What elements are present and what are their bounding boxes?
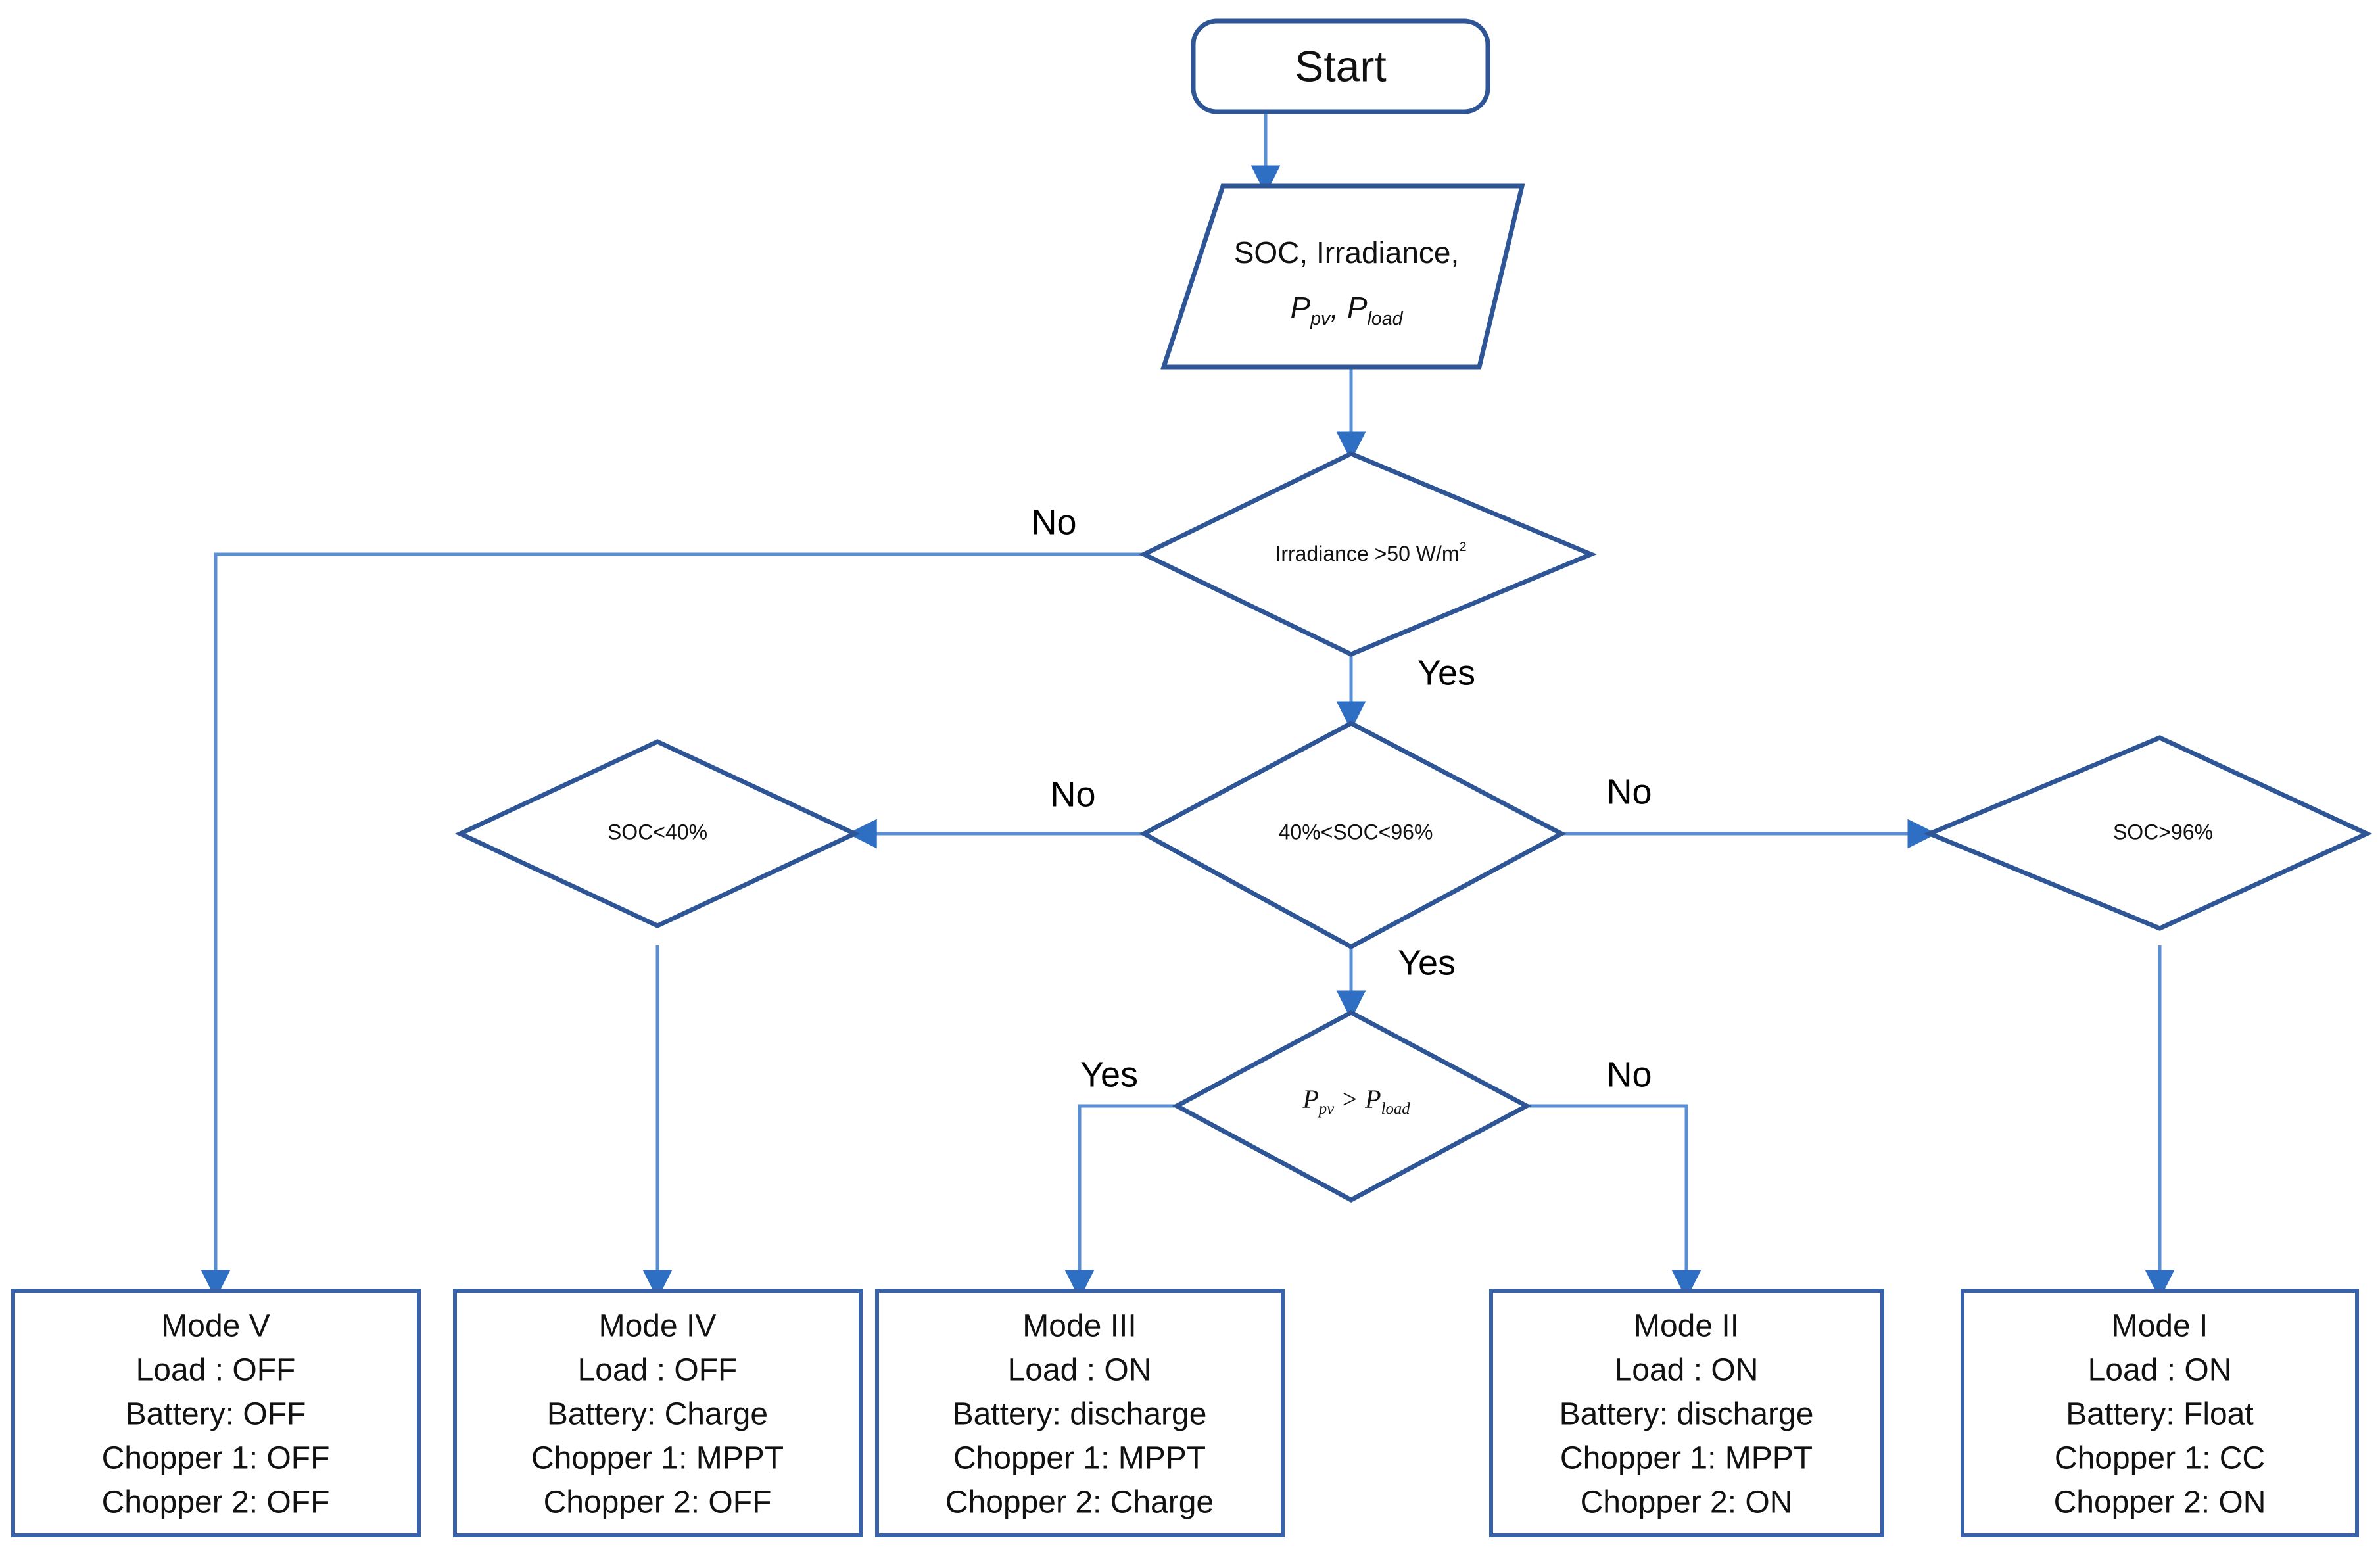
mode-iv-line-2: Battery: Charge xyxy=(547,1397,768,1432)
node-decision-soc-low[interactable]: SOC<40% xyxy=(454,739,861,928)
soc-high-diamond xyxy=(1923,735,2373,931)
mode-i-line-3: Chopper 1: CC xyxy=(2055,1441,2265,1476)
start-shape xyxy=(1191,18,1490,114)
input-label-line1: SOC, Irradiance, xyxy=(1234,235,1460,270)
soc-low-label: SOC<40% xyxy=(607,820,707,844)
node-decision-soc-mid[interactable]: 40%<SOC<96% xyxy=(1139,721,1567,949)
mode-ii-line-2: Battery: discharge xyxy=(1559,1397,1814,1432)
mode-v-rect xyxy=(11,1289,421,1537)
irradiance-diamond xyxy=(1138,451,1598,657)
soc-mid-diamond xyxy=(1139,721,1567,949)
input-p-load-base: P xyxy=(1347,291,1368,325)
mode-box-mode-iii[interactable]: Mode III Load : ON Battery: discharge Ch… xyxy=(875,1289,1285,1537)
mode-iv-title: Mode IV xyxy=(599,1309,717,1344)
mode-iii-rect xyxy=(875,1289,1285,1537)
soc-mid-label: 40%<SOC<96% xyxy=(1279,820,1433,844)
mode-i-title: Mode I xyxy=(2112,1309,2208,1344)
mode-box-mode-i[interactable]: Mode I Load : ON Battery: Float Chopper … xyxy=(1961,1289,2359,1537)
branch-label-soc-mid-yes: Yes xyxy=(1398,943,1456,982)
input-p-load-sub: load xyxy=(1368,308,1404,329)
mode-ii-line-3: Chopper 1: MPPT xyxy=(1560,1441,1813,1476)
input-p-pv-base: P xyxy=(1291,291,1311,325)
start-label: Start xyxy=(1295,41,1386,90)
mode-ii-line-4: Chopper 2: ON xyxy=(1581,1485,1793,1520)
mode-iv-line-4: Chopper 2: OFF xyxy=(544,1485,772,1520)
mode-i-rect xyxy=(1961,1289,2359,1537)
input-shape xyxy=(1160,183,1525,370)
irradiance-label-superscript: 2 xyxy=(1460,540,1467,554)
mode-i-line-1: Load : ON xyxy=(2088,1353,2232,1388)
branch-label-irradiance-yes: Yes xyxy=(1417,653,1475,692)
power-p-pv-sub: pv xyxy=(1318,1100,1334,1118)
node-start[interactable]: Start xyxy=(1191,18,1490,114)
input-label-line2: Ppv, Pload xyxy=(1291,291,1404,329)
mode-ii-line-1: Load : ON xyxy=(1615,1353,1759,1388)
connector-irradiance-no-to-mode-v xyxy=(201,552,1144,1300)
node-input[interactable]: SOC, Irradiance, Ppv, Pload xyxy=(1160,183,1525,370)
power-p-pv-base: P xyxy=(1302,1084,1318,1114)
branch-label-power-no: No xyxy=(1606,1055,1652,1094)
input-p-pv-sub: pv xyxy=(1310,308,1331,329)
mode-ii-title: Mode II xyxy=(1634,1309,1739,1344)
mode-v-line-2: Battery: OFF xyxy=(126,1397,306,1432)
irradiance-label-text: Irradiance >50 W/m xyxy=(1275,542,1459,565)
mode-iii-line-1: Load : ON xyxy=(1008,1353,1152,1388)
mode-iv-line-1: Load : OFF xyxy=(578,1353,738,1388)
power-label: Ppv > Pload xyxy=(1302,1084,1410,1118)
mode-iii-line-3: Chopper 1: MPPT xyxy=(953,1441,1206,1476)
mode-i-line-4: Chopper 2: ON xyxy=(2054,1485,2266,1520)
node-decision-soc-high[interactable]: SOC>96% xyxy=(1923,735,2373,931)
mode-iii-title: Mode III xyxy=(1022,1309,1136,1344)
mode-v-line-3: Chopper 1: OFF xyxy=(102,1441,330,1476)
power-p-load-sub: load xyxy=(1381,1100,1411,1118)
branch-label-irradiance-no: No xyxy=(1031,502,1076,542)
soc-high-label: SOC>96% xyxy=(2113,820,2213,844)
mode-ii-rect xyxy=(1489,1289,1884,1537)
node-decision-power[interactable]: Ppv > Pload xyxy=(1172,1010,1532,1203)
irradiance-label: Irradiance >50 W/m2 xyxy=(1275,540,1466,565)
branch-label-soc-mid-no-right: No xyxy=(1606,772,1652,811)
soc-low-diamond xyxy=(454,739,861,928)
input-sep: , xyxy=(1330,291,1347,325)
mode-v-line-1: Load : OFF xyxy=(136,1353,296,1388)
branch-labels: No Yes No No Yes Yes No xyxy=(1031,502,1652,1094)
node-decision-irradiance[interactable]: Irradiance >50 W/m2 xyxy=(1138,451,1598,657)
mode-iv-line-3: Chopper 1: MPPT xyxy=(531,1441,784,1476)
branch-label-soc-mid-no-left: No xyxy=(1050,775,1095,814)
mode-iv-rect xyxy=(453,1289,863,1537)
mode-iii-line-2: Battery: discharge xyxy=(953,1397,1207,1432)
branch-label-power-yes: Yes xyxy=(1080,1055,1138,1094)
mode-box-mode-v[interactable]: Mode V Load : OFF Battery: OFF Chopper 1… xyxy=(11,1289,421,1537)
connector-power-yes-to-mode-iii xyxy=(1064,1104,1177,1300)
mode-box-mode-ii[interactable]: Mode II Load : ON Battery: discharge Cho… xyxy=(1489,1289,1884,1537)
connectors xyxy=(201,112,2175,1300)
mode-iii-line-4: Chopper 2: Charge xyxy=(945,1485,1214,1520)
mode-box-mode-iv[interactable]: Mode IV Load : OFF Battery: Charge Chopp… xyxy=(453,1289,863,1537)
mode-v-title: Mode V xyxy=(161,1309,270,1344)
power-operator: > xyxy=(1334,1084,1365,1114)
power-diamond xyxy=(1172,1010,1532,1203)
connector-power-no-to-mode-ii xyxy=(1527,1104,1702,1300)
mode-i-line-2: Battery: Float xyxy=(2066,1397,2253,1432)
power-p-load-base: P xyxy=(1364,1084,1381,1114)
mode-v-line-4: Chopper 2: OFF xyxy=(102,1485,330,1520)
